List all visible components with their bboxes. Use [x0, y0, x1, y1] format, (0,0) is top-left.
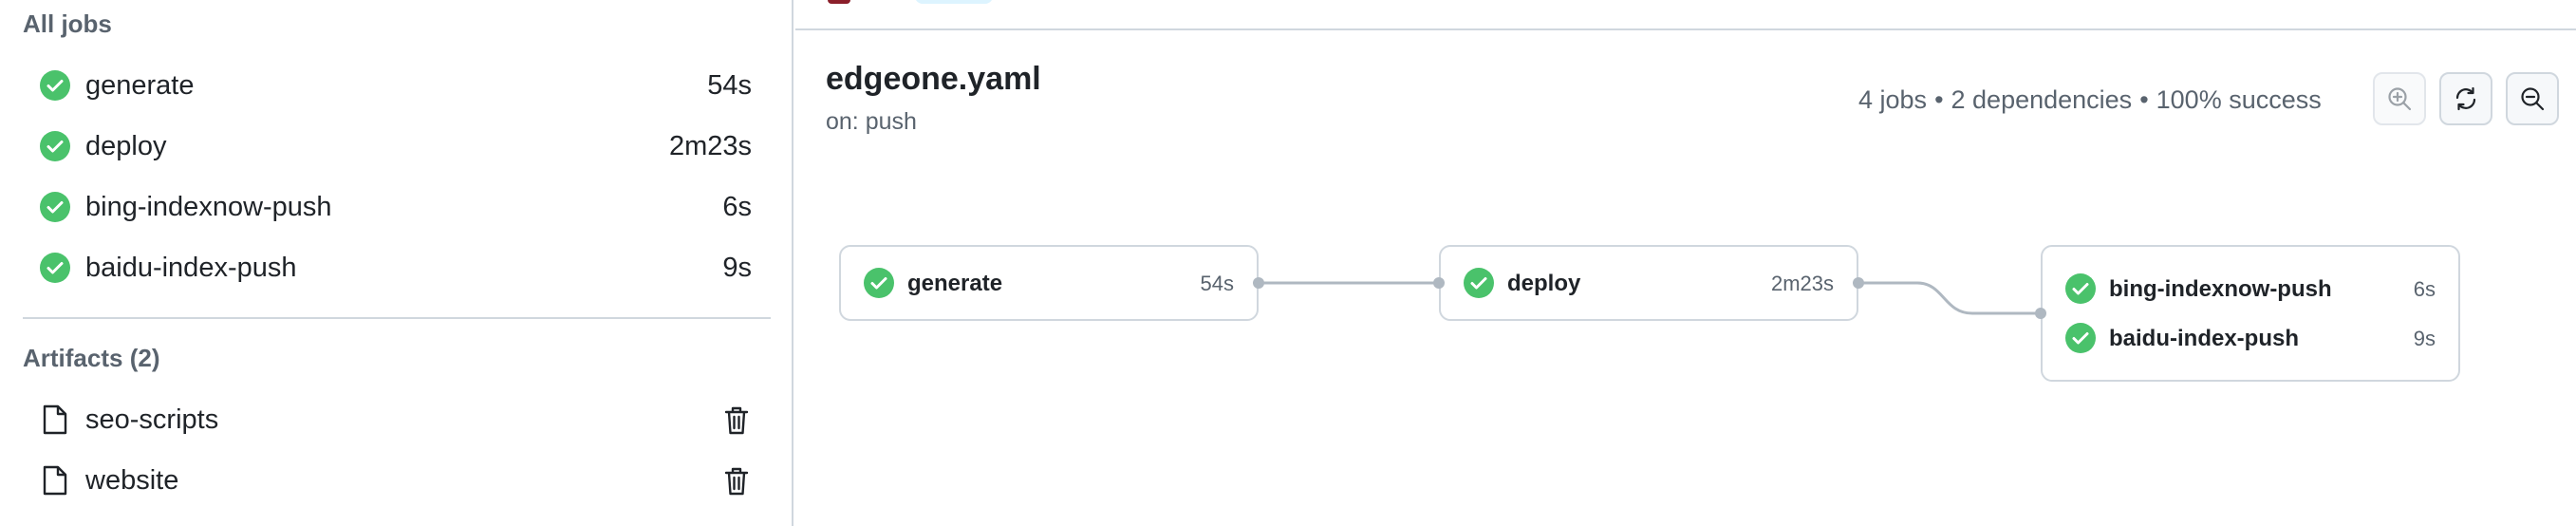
output-port — [1253, 277, 1264, 289]
sidebar-job-name: deploy — [85, 130, 167, 161]
graph-job-duration: 54s — [1200, 272, 1234, 295]
trash-icon[interactable] — [721, 404, 752, 437]
sidebar-job-bing-indexnow-push[interactable]: bing-indexnow-push 6s — [23, 180, 752, 234]
graph-job-generate[interactable]: generate 54s — [841, 258, 1257, 308]
top-bar — [795, 0, 2576, 30]
all-jobs-heading: All jobs — [23, 9, 112, 38]
output-port — [1853, 277, 1864, 289]
summary-separator: • — [1934, 85, 1944, 114]
input-port — [2035, 308, 2046, 319]
summary-dependencies: 2 dependencies — [1951, 85, 2133, 114]
sidebar-job-name: generate — [85, 69, 195, 101]
sync-icon — [2455, 86, 2476, 111]
graph-job-deploy[interactable]: deploy 2m23s — [1441, 258, 1857, 308]
artifact-website[interactable]: website — [23, 454, 752, 507]
file-icon — [43, 404, 67, 435]
jobs-sidebar: All jobs generate 54s deploy 2m23s bing-… — [0, 0, 793, 526]
zoom-out-icon — [2521, 87, 2545, 111]
sidebar-job-deploy[interactable]: deploy 2m23s — [23, 120, 752, 173]
sidebar-job-duration: 54s — [707, 69, 752, 101]
workflow-trigger: on: push — [826, 108, 917, 135]
graph-job-baidu-index-push[interactable]: baidu-index-push 9s — [2043, 313, 2458, 363]
summary-separator: • — [2139, 85, 2149, 114]
check-circle-icon — [40, 192, 70, 222]
graph-job-duration: 6s — [2413, 277, 2436, 301]
sidebar-job-duration: 6s — [722, 191, 752, 222]
zoom-in-icon — [2388, 87, 2412, 111]
trash-icon[interactable] — [721, 465, 752, 498]
graph-job-name: bing-indexnow-push — [2109, 276, 2332, 302]
reset-view-button[interactable] — [2439, 72, 2492, 125]
sidebar-divider — [23, 317, 771, 319]
sidebar-job-baidu-index-push[interactable]: baidu-index-push 9s — [23, 241, 752, 294]
graph-job-bing-indexnow-push[interactable]: bing-indexnow-push 6s — [2043, 264, 2458, 313]
summary-jobs: 4 jobs — [1858, 85, 1928, 114]
graph-node-generate[interactable]: generate 54s — [839, 245, 1259, 321]
check-circle-icon — [40, 70, 70, 101]
graph-job-name: deploy — [1507, 271, 1581, 296]
file-icon — [43, 465, 67, 496]
check-circle-icon — [40, 131, 70, 161]
graph-job-name: generate — [907, 271, 1003, 296]
artifacts-heading: Artifacts (2) — [23, 344, 160, 372]
sidebar-job-name: baidu-index-push — [85, 252, 297, 283]
status-icon — [828, 0, 850, 4]
sidebar-job-name: bing-indexnow-push — [85, 191, 332, 222]
graph-job-name: baidu-index-push — [2109, 326, 2299, 351]
graph-job-duration: 9s — [2413, 327, 2436, 350]
check-circle-icon — [40, 253, 70, 283]
check-circle-icon — [2065, 273, 2096, 304]
graph-node-index-group[interactable]: bing-indexnow-push 6s baidu-index-push 9… — [2041, 245, 2460, 382]
check-circle-icon — [864, 268, 894, 298]
artifact-name[interactable]: website — [85, 465, 179, 496]
check-circle-icon — [2065, 323, 2096, 353]
graph-job-duration: 2m23s — [1770, 272, 1834, 295]
workflow-summary: 4 jobs•2 dependencies•100% success — [1858, 85, 2322, 115]
artifact-seo-scripts[interactable]: seo-scripts — [23, 393, 752, 446]
zoom-in-button[interactable] — [2373, 72, 2426, 125]
sidebar-job-duration: 2m23s — [668, 130, 752, 161]
sidebar-job-generate[interactable]: generate 54s — [23, 59, 752, 112]
zoom-out-button[interactable] — [2506, 72, 2559, 125]
summary-success: 100% success — [2156, 85, 2322, 114]
connector-deploy-index-group — [1858, 281, 2041, 315]
workflow-title: edgeone.yaml — [826, 61, 1041, 97]
artifact-name[interactable]: seo-scripts — [85, 404, 219, 435]
sidebar-job-duration: 9s — [722, 252, 752, 283]
workflow-graph-panel: edgeone.yaml on: push 4 jobs•2 dependenc… — [795, 0, 2576, 526]
branch-badge[interactable] — [915, 0, 993, 4]
input-port — [1433, 277, 1445, 289]
graph-node-deploy[interactable]: deploy 2m23s — [1439, 245, 1858, 321]
check-circle-icon — [1464, 268, 1494, 298]
